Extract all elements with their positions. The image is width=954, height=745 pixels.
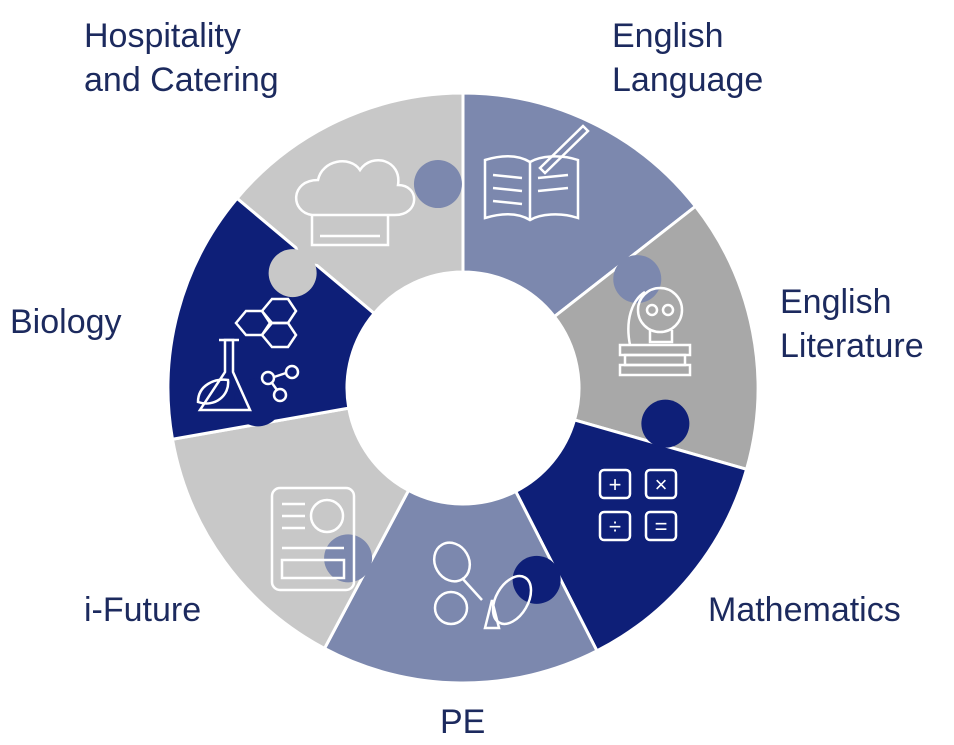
label-biology: Biology: [10, 300, 122, 344]
plus-symbol: +: [609, 472, 622, 497]
puzzle-knob: [268, 249, 317, 298]
label-line: English: [612, 17, 724, 55]
puzzle-knob: [613, 255, 662, 304]
label-line: PE: [440, 703, 486, 741]
puzzle-knob: [296, 216, 345, 265]
label-line: and Catering: [84, 61, 279, 99]
label-mathematics: Mathematics: [708, 588, 901, 632]
puzzle-knob: [641, 399, 690, 448]
label-english-language: English Language: [612, 14, 763, 102]
center-hole: [347, 272, 579, 504]
label-line: English: [780, 283, 892, 321]
puzzle-knob: [234, 378, 283, 427]
label-line: Hospitality: [84, 17, 241, 55]
cv-profile-icon: [270, 486, 356, 592]
label-i-future: i-Future: [84, 588, 201, 632]
puzzle-knob: [324, 534, 373, 583]
label-pe: PE: [440, 700, 485, 744]
equals-symbol: =: [655, 514, 668, 539]
skull-quill-books-icon: [618, 286, 692, 377]
open-book-pen-icon: [483, 124, 590, 222]
divide-symbol: ÷: [609, 514, 621, 539]
label-line: Mathematics: [708, 591, 901, 629]
times-symbol: ×: [655, 472, 668, 497]
label-line: Language: [612, 61, 764, 99]
label-line: Literature: [780, 327, 924, 365]
label-line: i-Future: [84, 591, 202, 629]
calculator-symbols-icon: [598, 468, 678, 542]
sports-equipment-icon: [432, 541, 533, 630]
flask-molecule-leaf-icon: [196, 297, 300, 412]
puzzle-knob: [512, 555, 561, 604]
label-english-literature: English Literature: [780, 280, 924, 368]
label-hospitality: Hospitality and Catering: [84, 14, 279, 102]
chef-hat-icon: [295, 159, 416, 247]
puzzle-knob: [413, 160, 462, 209]
puzzle-knobs: [234, 160, 690, 604]
label-line: Biology: [10, 303, 122, 341]
